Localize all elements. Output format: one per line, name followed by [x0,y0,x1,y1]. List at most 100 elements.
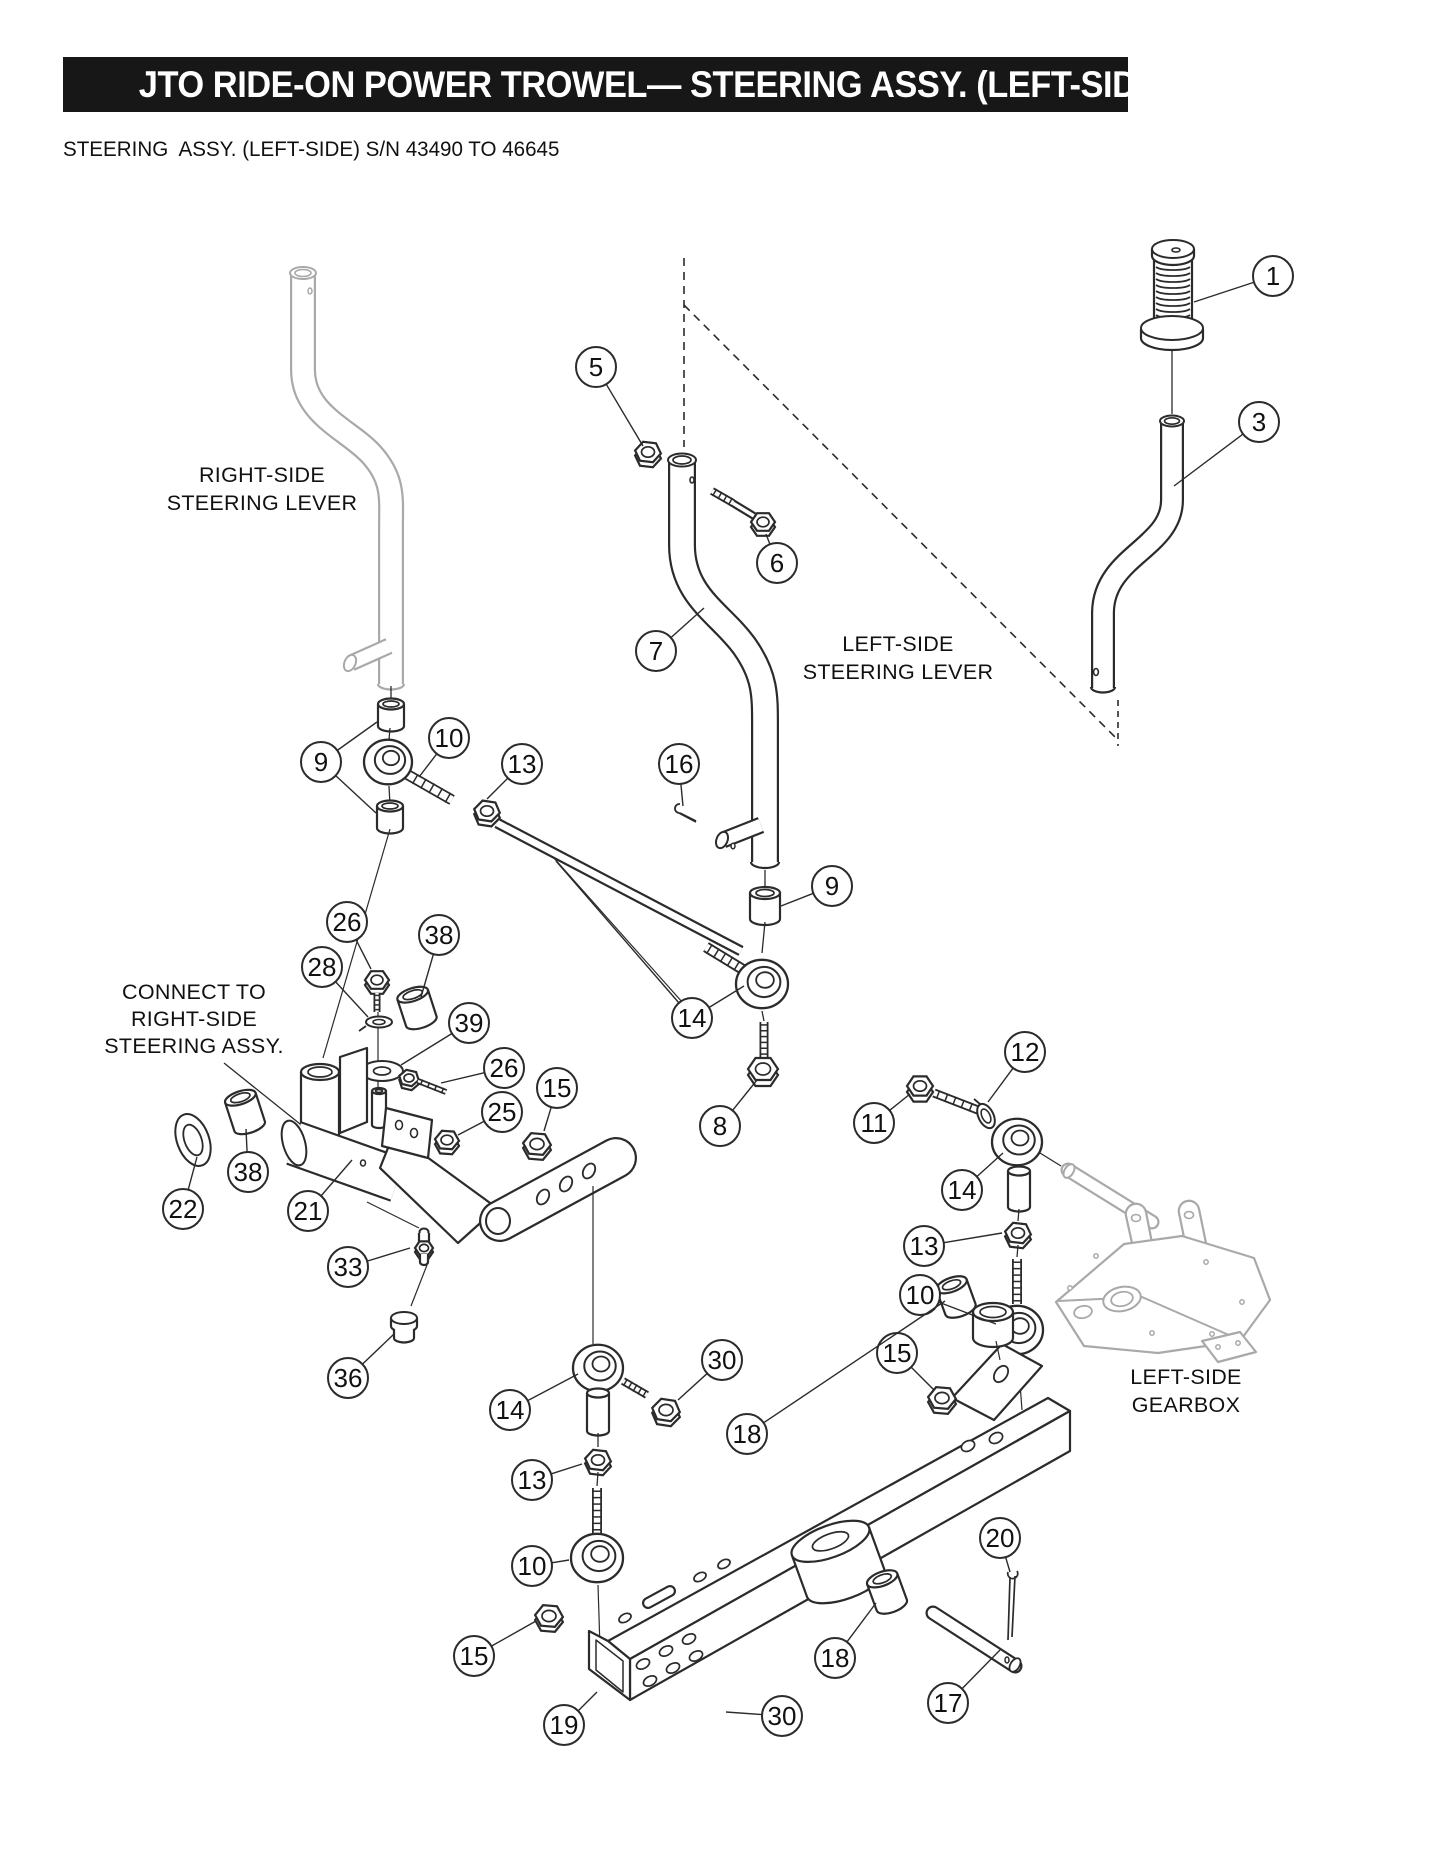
callout-1-circle[interactable] [1252,255,1294,297]
callout-19[interactable]: 19 [543,1691,598,1746]
callout-15-number: 15 [460,1641,489,1671]
callout-17-circle[interactable] [927,1682,969,1724]
callout-11[interactable]: 11 [853,1093,911,1144]
callout-30-circle[interactable] [761,1695,803,1737]
callout-22-circle[interactable] [162,1188,204,1230]
callout-13-circle[interactable] [511,1459,553,1501]
washer12-hole [980,1108,992,1124]
callout-14[interactable]: 14 [941,1152,1004,1211]
callout-14[interactable]: 14 [555,860,745,1039]
callout-21-circle[interactable] [287,1190,329,1232]
callout-15[interactable]: 15 [453,1620,537,1677]
callout-18-leader [763,1300,946,1424]
callout-21[interactable]: 21 [287,1159,353,1232]
callout-38-circle[interactable] [418,914,460,956]
callout-28[interactable]: 28 [301,946,369,1018]
callout-17[interactable]: 17 [927,1649,1001,1724]
callout-12-circle[interactable] [1004,1031,1046,1073]
callout-3[interactable]: 3 [1173,401,1280,487]
callout-22[interactable]: 22 [162,1156,204,1230]
callout-10-circle[interactable] [511,1545,553,1587]
callout-8-circle[interactable] [699,1105,741,1147]
callout-38[interactable]: 38 [418,914,460,998]
callout-6-circle[interactable] [756,542,798,584]
callout-38[interactable]: 38 [227,1128,269,1193]
bolt30a-threads [637,1386,643,1395]
callout-5-circle[interactable] [575,346,617,388]
callout-14-circle[interactable] [671,997,713,1039]
callout-10-circle[interactable] [899,1274,941,1316]
callout-18[interactable]: 18 [814,1602,877,1679]
callout-28-circle[interactable] [301,946,343,988]
label-right-side-steering-lever: STEERING LEVER [167,491,358,515]
callout-30[interactable]: 30 [677,1339,743,1401]
callout-36[interactable]: 36 [327,1333,395,1399]
callout-15-circle[interactable] [453,1635,495,1677]
callout-14-circle[interactable] [489,1389,531,1431]
callout-13[interactable]: 13 [903,1225,1003,1267]
callout-10[interactable]: 10 [418,717,470,778]
callout-39-circle[interactable] [448,1002,490,1044]
callout-16[interactable]: 16 [658,743,700,807]
callout-1-leader [1193,281,1255,303]
callout-19-circle[interactable] [543,1704,585,1746]
callout-13[interactable]: 13 [511,1459,583,1501]
callout-14-circle[interactable] [941,1169,983,1211]
callout-9[interactable]: 9 [300,721,378,814]
callout-18[interactable]: 18 [726,1300,946,1455]
callout-9[interactable]: 9 [780,865,853,907]
bolt11-threads [935,1090,941,1100]
callout-10[interactable]: 10 [899,1274,997,1325]
label-connect-to-right-side: CONNECT TO [122,980,266,1004]
callout-26-circle[interactable] [326,901,368,943]
callout-26[interactable]: 26 [326,901,372,970]
callout-33-circle[interactable] [327,1246,369,1288]
callout-15-circle[interactable] [536,1067,578,1109]
callout-30[interactable]: 30 [725,1695,803,1737]
callout-3-circle[interactable] [1238,401,1280,443]
callout-15[interactable]: 15 [876,1332,935,1391]
callout-13-circle[interactable] [903,1225,945,1267]
pivot-body-end [280,1119,308,1167]
callout-36-circle[interactable] [327,1357,369,1399]
callout-11-circle[interactable] [853,1102,895,1144]
callout-6[interactable]: 6 [756,533,798,584]
callout-33[interactable]: 33 [327,1246,411,1288]
callout-12[interactable]: 12 [987,1031,1046,1103]
callout-26[interactable]: 26 [440,1047,525,1089]
callout-13-circle[interactable] [501,743,543,785]
tube3-bottom [1089,686,1117,694]
callout-9-circle[interactable] [300,741,342,783]
callout-39[interactable]: 39 [400,1002,490,1066]
callout-10-circle[interactable] [428,717,470,759]
callout-36-number: 36 [334,1363,363,1393]
bar19-right-hole1 [960,1439,976,1453]
callout-38-circle[interactable] [227,1151,269,1193]
callout-20[interactable]: 20 [979,1517,1021,1573]
callout-25[interactable]: 25 [457,1091,523,1136]
callout-1[interactable]: 1 [1193,255,1294,303]
callout-14[interactable]: 14 [489,1373,579,1431]
rodend14-mid-threads [705,943,713,955]
callout-30-circle[interactable] [701,1339,743,1381]
callout-20-circle[interactable] [979,1517,1021,1559]
callout-10[interactable]: 10 [511,1545,570,1587]
washer28-hole [372,1018,386,1026]
callout-8[interactable]: 8 [699,1079,758,1147]
callout-33-leader [366,1247,411,1262]
callout-5[interactable]: 5 [575,346,644,447]
callout-18-circle[interactable] [726,1413,768,1455]
callout-15[interactable]: 15 [536,1067,578,1132]
lever-bushing-axis2 [761,921,766,954]
callout-7[interactable]: 7 [635,607,705,672]
callout-9-circle[interactable] [811,865,853,907]
callout-7-circle[interactable] [635,630,677,672]
callout-25-circle[interactable] [481,1091,523,1133]
rodend10-left-threads [411,773,419,785]
callout-26-circle[interactable] [483,1047,525,1089]
bushing9-lower [375,806,405,835]
callout-13[interactable]: 13 [486,743,543,800]
callout-16-circle[interactable] [658,743,700,785]
bar19-right-hole2 [988,1431,1004,1445]
callout-18-circle[interactable] [814,1637,856,1679]
